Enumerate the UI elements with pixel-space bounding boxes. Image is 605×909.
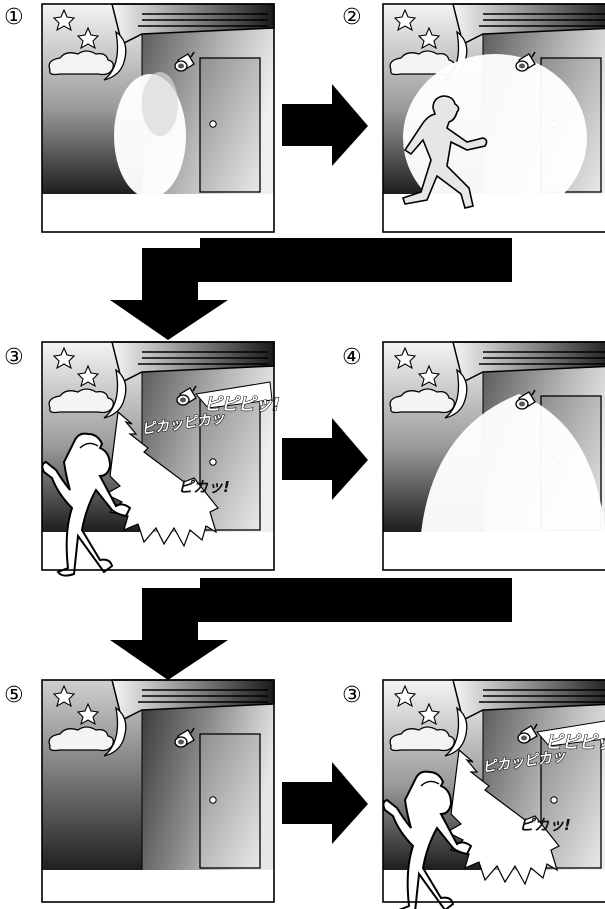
panel-3-repeat: ピピピッ! ピカッピカッ ピカッ! [382,679,605,909]
panel-4 [382,341,605,571]
arrow-down-left-icon [110,578,512,680]
panel-3: ピピピッ! ピカッピカッ ピカッ! [41,341,280,577]
flash-text: ピカッ! [519,816,571,834]
light-beam [419,394,605,570]
panel-1 [41,3,275,233]
panel-2 [382,3,605,233]
arrow-right-icon [282,762,368,844]
beep-sound-text: ピピピッ! [545,733,605,753]
flash-text: ピカッ! [178,478,230,496]
arrow-right-icon [282,418,368,500]
step-number-2: ② [342,5,362,30]
beep-sound-text: ピピピッ! [204,395,280,415]
panel-5 [41,679,275,903]
person-icon [401,95,488,209]
step-number-3-repeat: ③ [342,683,362,708]
step-number-5: ⑤ [4,683,24,708]
arrow-right-icon [282,84,368,166]
step-number-4: ④ [342,345,362,370]
arrow-down-left-icon [110,238,512,340]
step-number-3: ③ [4,345,24,370]
step-number-1: ① [4,5,24,30]
